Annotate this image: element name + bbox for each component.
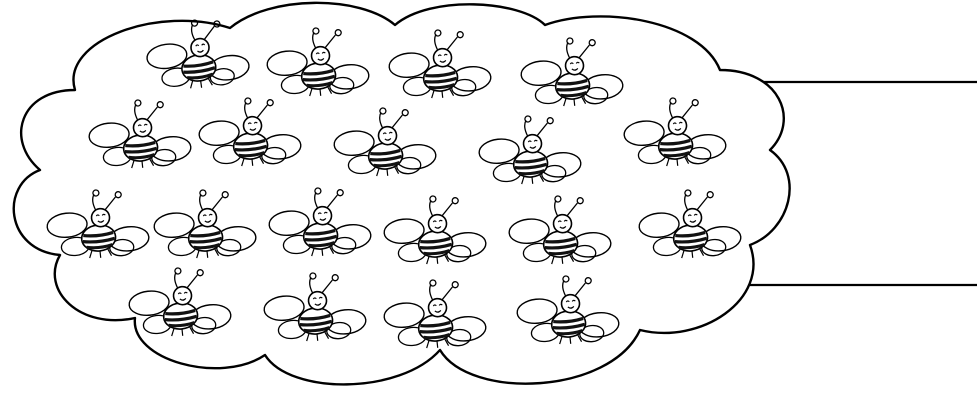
bee-swarm-illustration <box>0 0 977 399</box>
